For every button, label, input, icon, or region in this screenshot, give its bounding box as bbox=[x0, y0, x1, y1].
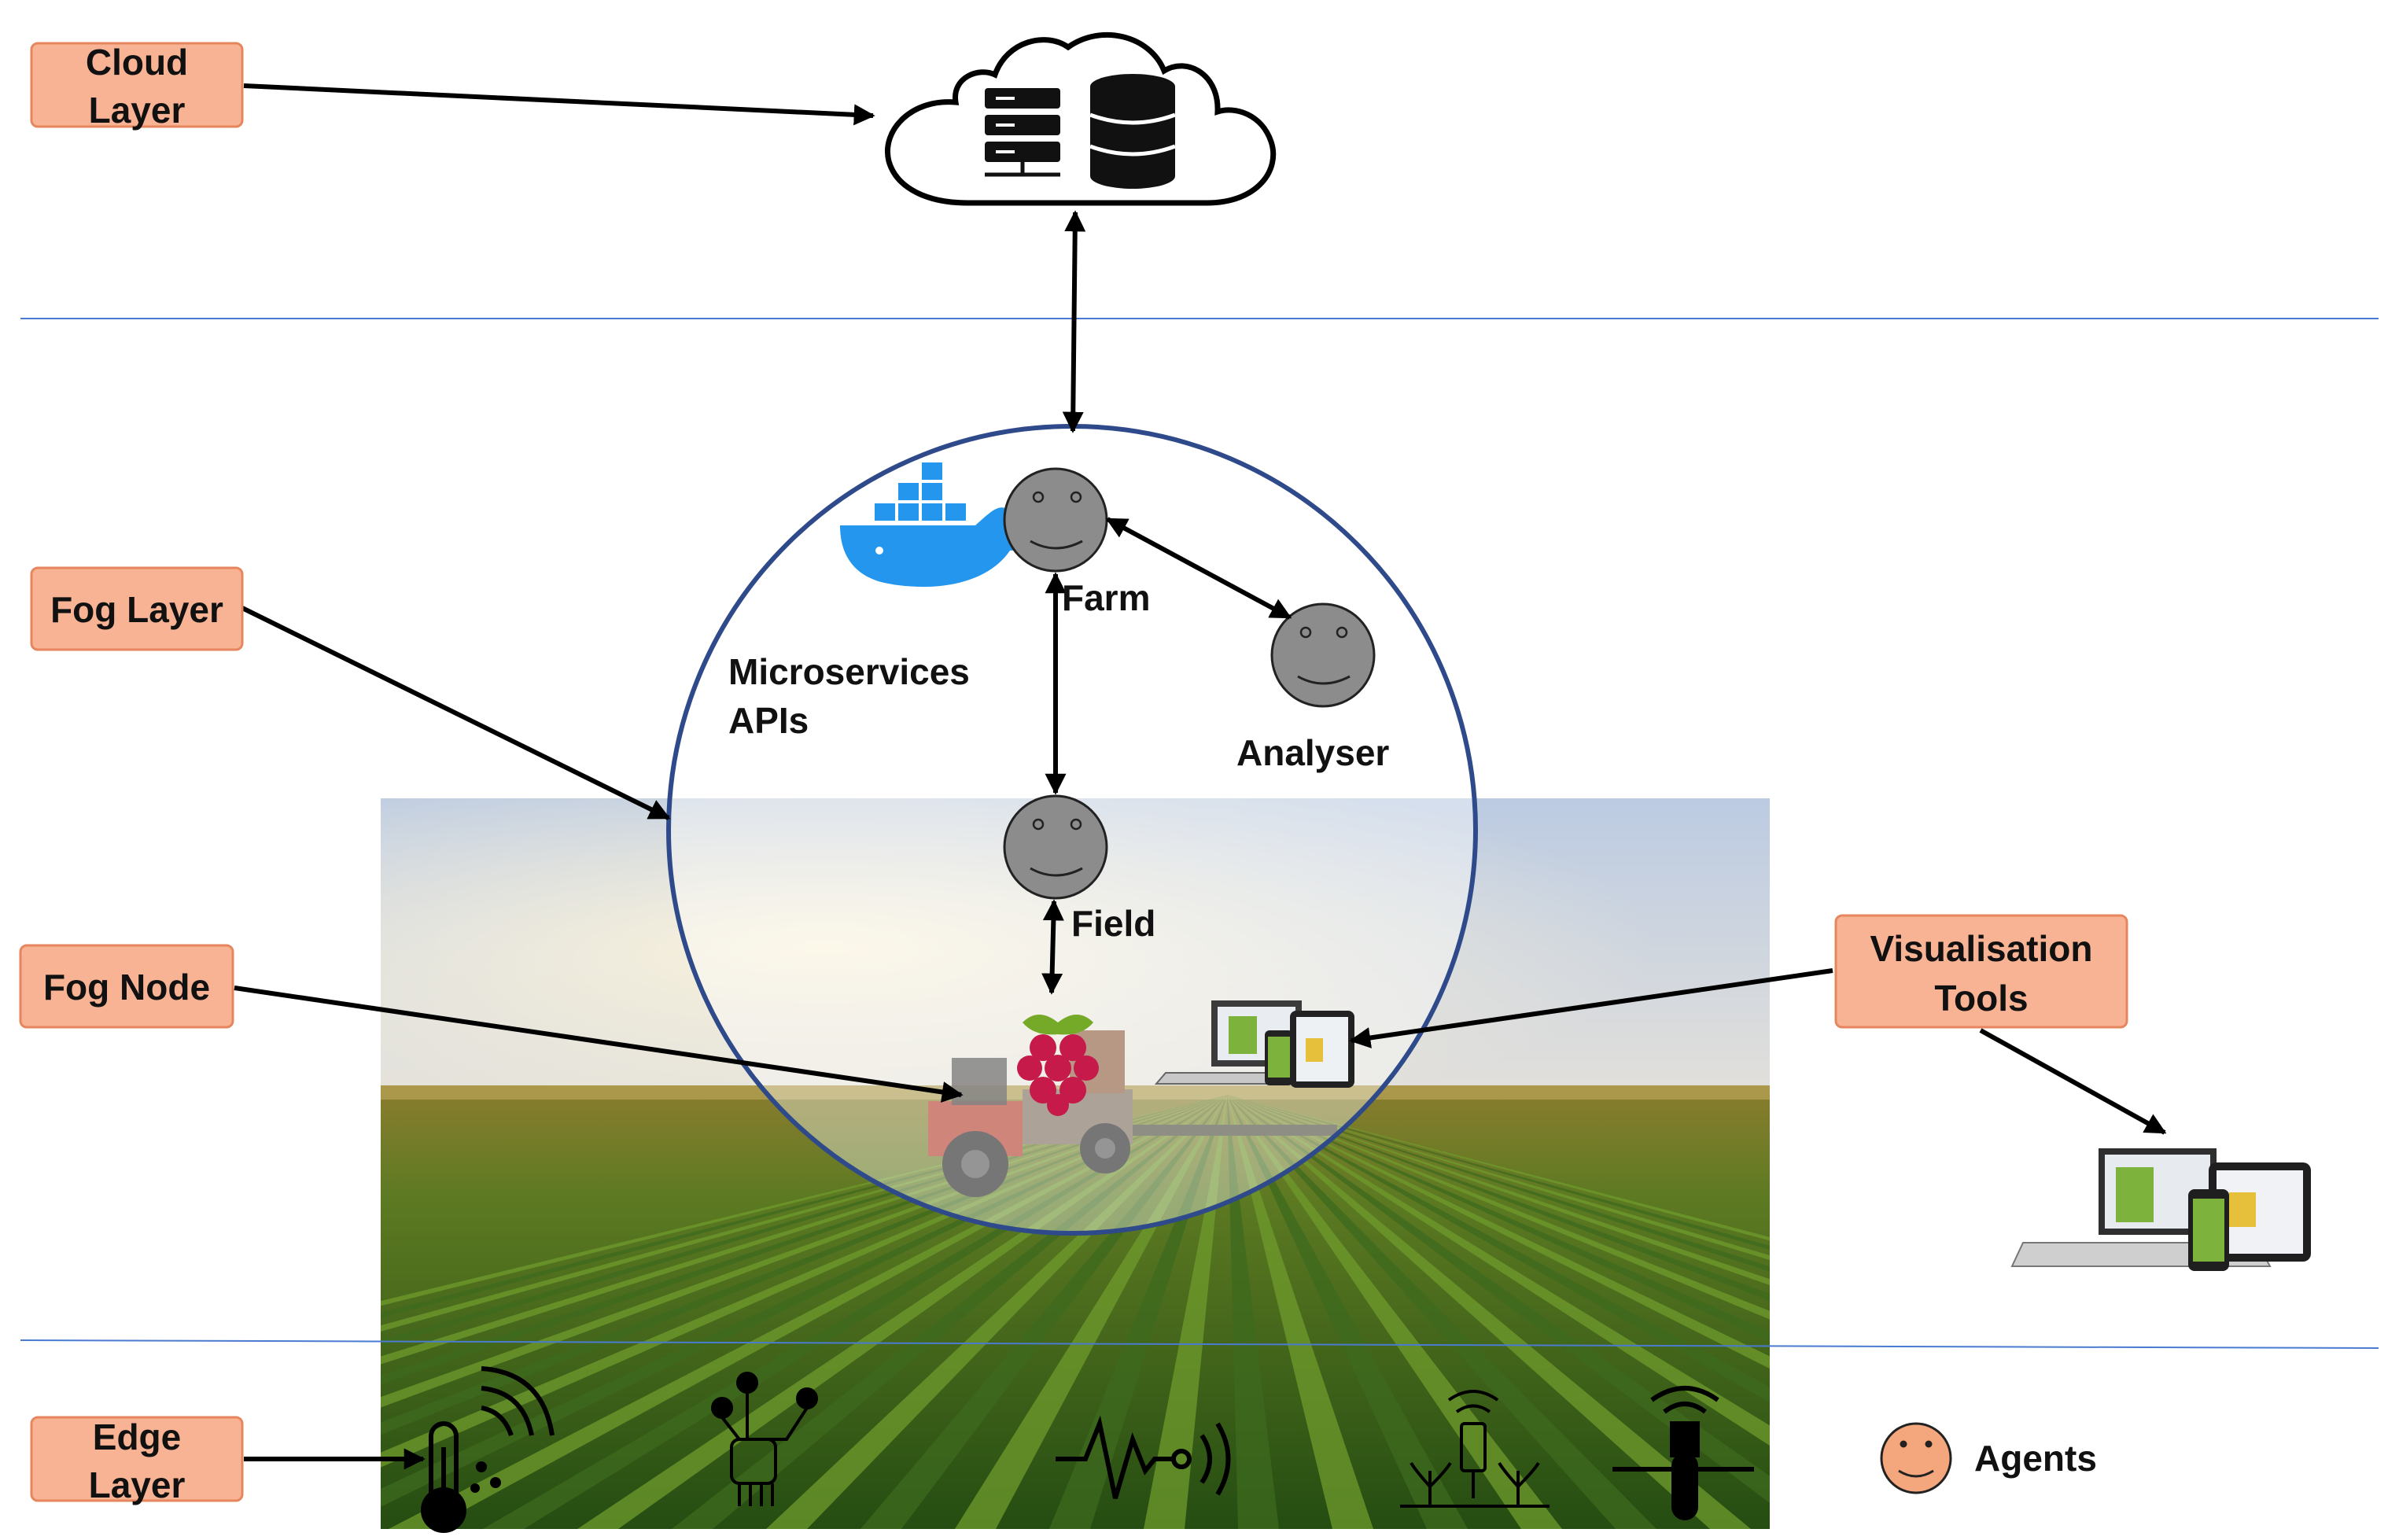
plant-sensor-icon bbox=[1400, 1390, 1550, 1508]
cloud-icon bbox=[885, 32, 1277, 206]
arrow-fognode-label-to-tractor bbox=[234, 986, 964, 1103]
edge-layer-label-line1: Edge bbox=[93, 1417, 181, 1457]
crop-row bbox=[1227, 1095, 1279, 1529]
microservices-label-line2: APIs bbox=[728, 700, 809, 741]
crop-row bbox=[1227, 1095, 1468, 1529]
arrow-fog-label-to-circle bbox=[241, 606, 671, 820]
agent-analyser bbox=[1270, 602, 1376, 708]
farm-field-photo bbox=[381, 798, 1770, 1529]
fog-layer-box: Fog Layer bbox=[30, 566, 244, 651]
agent-farm-label: Farm bbox=[1062, 577, 1150, 618]
crop-row bbox=[381, 1095, 1227, 1468]
crop-row bbox=[1227, 1095, 1770, 1272]
crop-row bbox=[389, 1095, 1227, 1529]
cloud-layer-box: Cloud Layer bbox=[30, 42, 244, 131]
crop-row bbox=[955, 1095, 1227, 1529]
crop-row bbox=[381, 1095, 1227, 1384]
crop-row bbox=[1227, 1095, 1770, 1403]
separator-fog-edge bbox=[20, 1339, 2379, 1349]
cloud-layer-label-line1: Cloud bbox=[86, 42, 188, 83]
crop-row bbox=[1227, 1095, 1770, 1301]
crop-row bbox=[1227, 1095, 1770, 1342]
crop-row bbox=[1227, 1095, 1562, 1529]
legend: Agents bbox=[1880, 1422, 2097, 1494]
visualisation-tools-box: Visualisation Tools bbox=[1834, 914, 2128, 1029]
cloud-layer-label-line2: Layer bbox=[89, 90, 186, 131]
crop-row bbox=[1227, 1095, 1373, 1529]
crop-row bbox=[1227, 1095, 1770, 1320]
crop-row bbox=[483, 1095, 1227, 1529]
edge-layer-label-line2: Layer bbox=[89, 1464, 186, 1505]
crop-row bbox=[1227, 1095, 1770, 1285]
agent-field-label: Field bbox=[1071, 903, 1155, 944]
database-icon bbox=[1089, 74, 1176, 189]
arrow-farm-analyser bbox=[1105, 517, 1292, 620]
arrow-cloud-label-to-cloud bbox=[243, 83, 875, 126]
crop-row bbox=[766, 1095, 1227, 1529]
microservices-label-line1: Microservices bbox=[728, 651, 970, 692]
server-icon bbox=[985, 88, 1060, 177]
soil-sensor-icon bbox=[711, 1372, 818, 1506]
crop-row bbox=[1227, 1095, 1770, 1241]
tablet-icon bbox=[1290, 1011, 1354, 1088]
visualisation-tools-line2: Tools bbox=[1934, 978, 2028, 1019]
crop-row bbox=[1144, 1095, 1227, 1529]
crop-row bbox=[1227, 1095, 1656, 1529]
agent-farm bbox=[1003, 467, 1108, 573]
probe-icon bbox=[1612, 1386, 1754, 1520]
agent-analyser-label: Analyser bbox=[1236, 732, 1389, 773]
crop-row bbox=[1227, 1095, 1751, 1529]
thermometer-icon bbox=[421, 1366, 555, 1533]
arrow-visualisation-to-laptop bbox=[1349, 968, 1833, 1048]
crop-row bbox=[1049, 1095, 1227, 1529]
crop-row bbox=[381, 1095, 1227, 1507]
crop-row bbox=[672, 1095, 1227, 1529]
phone-icon bbox=[1265, 1030, 1293, 1085]
signal-wave-icon bbox=[1056, 1415, 1231, 1499]
crop-row bbox=[1227, 1095, 1770, 1369]
raspberry-pi-icon bbox=[1017, 1015, 1099, 1116]
visualisation-tools-line1: Visualisation bbox=[1870, 928, 2093, 969]
crop-row bbox=[381, 1095, 1227, 1365]
crop-row bbox=[381, 1095, 1227, 1332]
crop-row bbox=[1227, 1095, 1770, 1446]
arrow-cloud-fog-link bbox=[1062, 210, 1086, 433]
fog-node-box: Fog Node bbox=[19, 944, 234, 1029]
arrow-visualisation-to-devices bbox=[1979, 1028, 2167, 1135]
smiley-agent-icon bbox=[1880, 1422, 1952, 1494]
tractor-image bbox=[928, 1030, 1337, 1197]
crop-row bbox=[381, 1095, 1227, 1347]
docker-icon bbox=[840, 462, 1046, 588]
fog-layer-label: Fog Layer bbox=[50, 589, 223, 630]
agent-field bbox=[1003, 794, 1108, 900]
crop-row bbox=[1227, 1095, 1770, 1250]
legend-agents-label: Agents bbox=[1974, 1438, 2097, 1479]
crop-row bbox=[381, 1095, 1227, 1435]
crop-row bbox=[1227, 1095, 1770, 1260]
crop-row bbox=[860, 1095, 1227, 1529]
crop-row bbox=[577, 1095, 1227, 1529]
arrow-field-fognode bbox=[1041, 899, 1064, 995]
fog-node-label: Fog Node bbox=[43, 967, 210, 1008]
crop-row bbox=[381, 1095, 1227, 1408]
edge-layer-box: Edge Layer bbox=[30, 1416, 244, 1505]
visualisation-devices-image bbox=[2010, 1148, 2311, 1271]
